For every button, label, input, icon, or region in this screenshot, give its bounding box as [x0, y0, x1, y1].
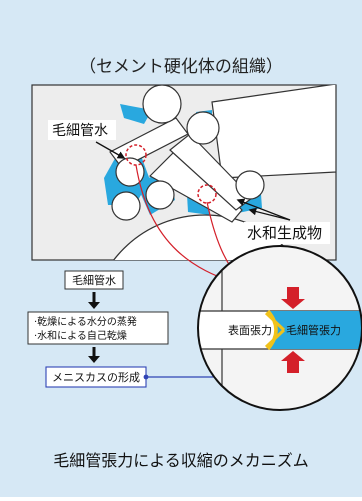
meniscus-highlight-2 — [197, 184, 217, 204]
flow-chart: 毛細管水 ·乾燥による水分の蒸発 ·水和による自己乾燥 メニスカスの形成 — [27, 270, 169, 388]
diagram-title: （セメント硬化体の組織） — [79, 57, 283, 77]
diagram-caption: 毛細管張力による収縮のメカニズム — [53, 451, 309, 470]
flow-step-2-line1: ·乾燥による水分の蒸発 — [34, 315, 137, 328]
flow-step-3: メニスカスの形成 — [52, 371, 140, 384]
microstructure-illustration: 毛細管水 水和生成物 — [31, 84, 337, 261]
flow-step-1-box — [64, 270, 124, 290]
cement-grain — [142, 85, 182, 124]
surface-tension-label: 表面張力 — [228, 323, 272, 337]
flow-step-2-box — [27, 311, 169, 345]
capillary-water-label: 毛細管水 — [52, 123, 108, 139]
hydration-product-label: 水和生成物 — [247, 224, 322, 242]
hydration-plate — [211, 85, 336, 179]
capillary-zoom-view: 表面張力 毛細管張力 — [197, 245, 362, 411]
meniscus-curve — [266, 309, 278, 351]
flow-step-2-line2: ·水和による自己乾燥 — [34, 329, 127, 342]
flow-step-1: 毛細管水 — [72, 273, 116, 287]
tension-arrow-down — [281, 287, 305, 309]
tension-arrow-up — [281, 351, 305, 373]
capillary-tension-label: 毛細管張力 — [286, 323, 341, 337]
zoom-water — [268, 311, 362, 349]
